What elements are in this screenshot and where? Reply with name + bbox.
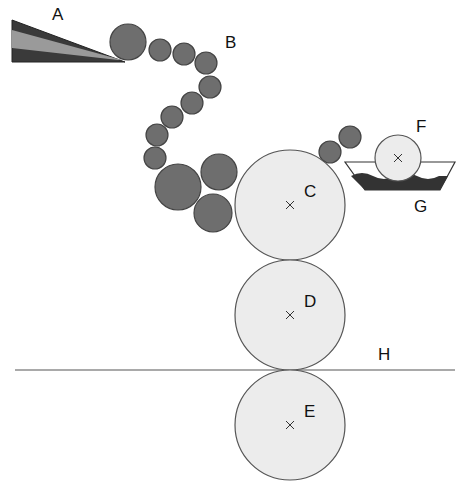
cylinder-outline (233, 368, 347, 482)
part-letter: A (52, 6, 63, 23)
part-letter: D (304, 293, 316, 310)
cylinder-outline (233, 148, 347, 262)
part-letter: F (416, 118, 426, 135)
part-letter: B (225, 34, 236, 51)
part-letter: E (304, 403, 315, 420)
dampening-roller (375, 135, 421, 181)
part-letter: H (378, 346, 390, 363)
part-letter: C (304, 183, 316, 200)
blanket-cylinder: D (233, 258, 347, 372)
plate-cylinder: C (233, 148, 347, 262)
impression-cylinder: E (233, 368, 347, 482)
ink-fountain (12, 20, 125, 62)
cylinder-outline (233, 258, 347, 372)
part-letter: G (414, 198, 427, 215)
paper-sheet (15, 369, 455, 370)
